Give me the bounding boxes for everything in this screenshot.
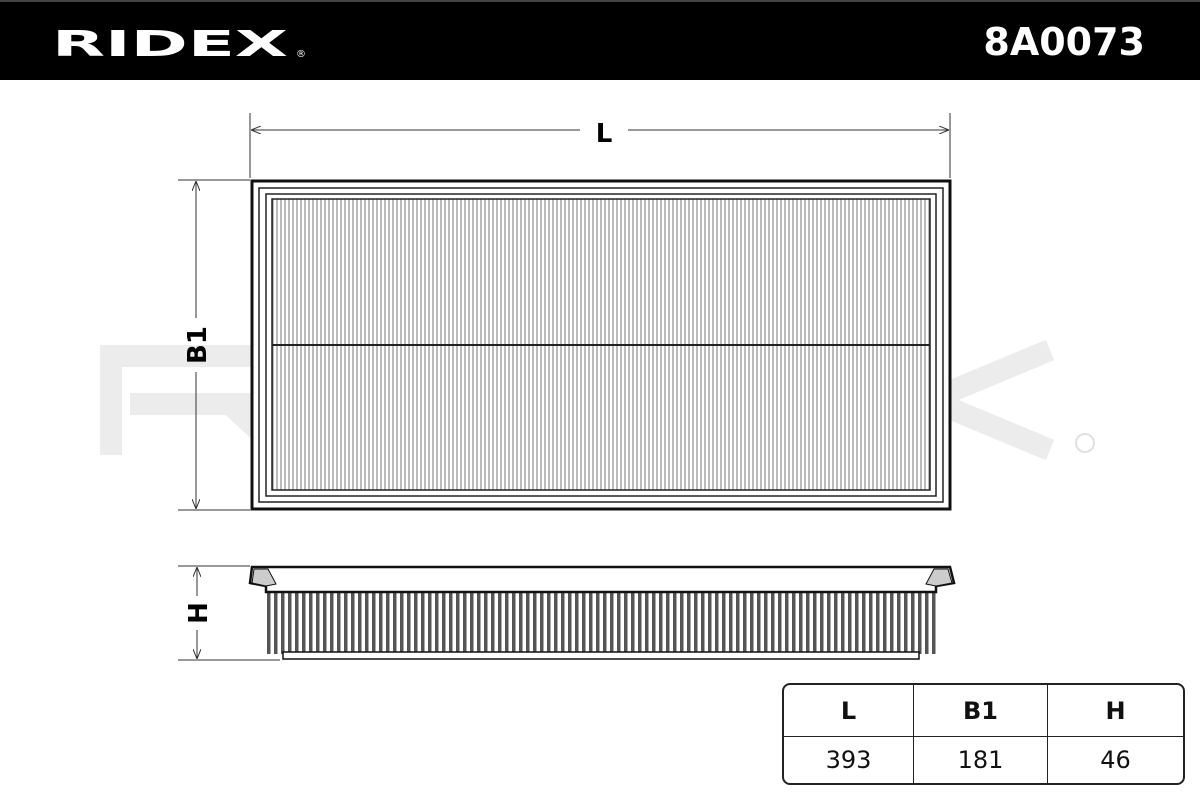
table-value-width: 181 bbox=[914, 737, 1048, 783]
dimensions-table: L B1 H 393 181 46 bbox=[782, 683, 1185, 785]
table-header-length: L bbox=[784, 685, 914, 737]
table-value-length: 393 bbox=[784, 737, 914, 783]
length-dimension: L bbox=[249, 113, 951, 178]
width-dimension: B1 bbox=[178, 179, 250, 511]
table-value-height: 46 bbox=[1100, 746, 1131, 774]
filter-top-view bbox=[250, 179, 952, 511]
registered-mark: ® bbox=[296, 49, 306, 60]
height-dimension: H bbox=[178, 565, 280, 661]
width-label: B1 bbox=[183, 326, 213, 364]
filter-side-view bbox=[248, 565, 956, 660]
length-label: L bbox=[596, 119, 613, 149]
part-number: 8A0073 bbox=[983, 20, 1145, 64]
height-label: H bbox=[184, 602, 214, 624]
table-header-height: H bbox=[1048, 685, 1183, 737]
header-bar: RIDEX ® 8A0073 bbox=[0, 0, 1200, 80]
brand-logo-area: RIDEX ® bbox=[52, 24, 306, 65]
watermark-registered-icon bbox=[1075, 433, 1095, 453]
table-header-width: B1 bbox=[914, 685, 1048, 737]
brand-logo: RIDEX bbox=[52, 24, 288, 65]
